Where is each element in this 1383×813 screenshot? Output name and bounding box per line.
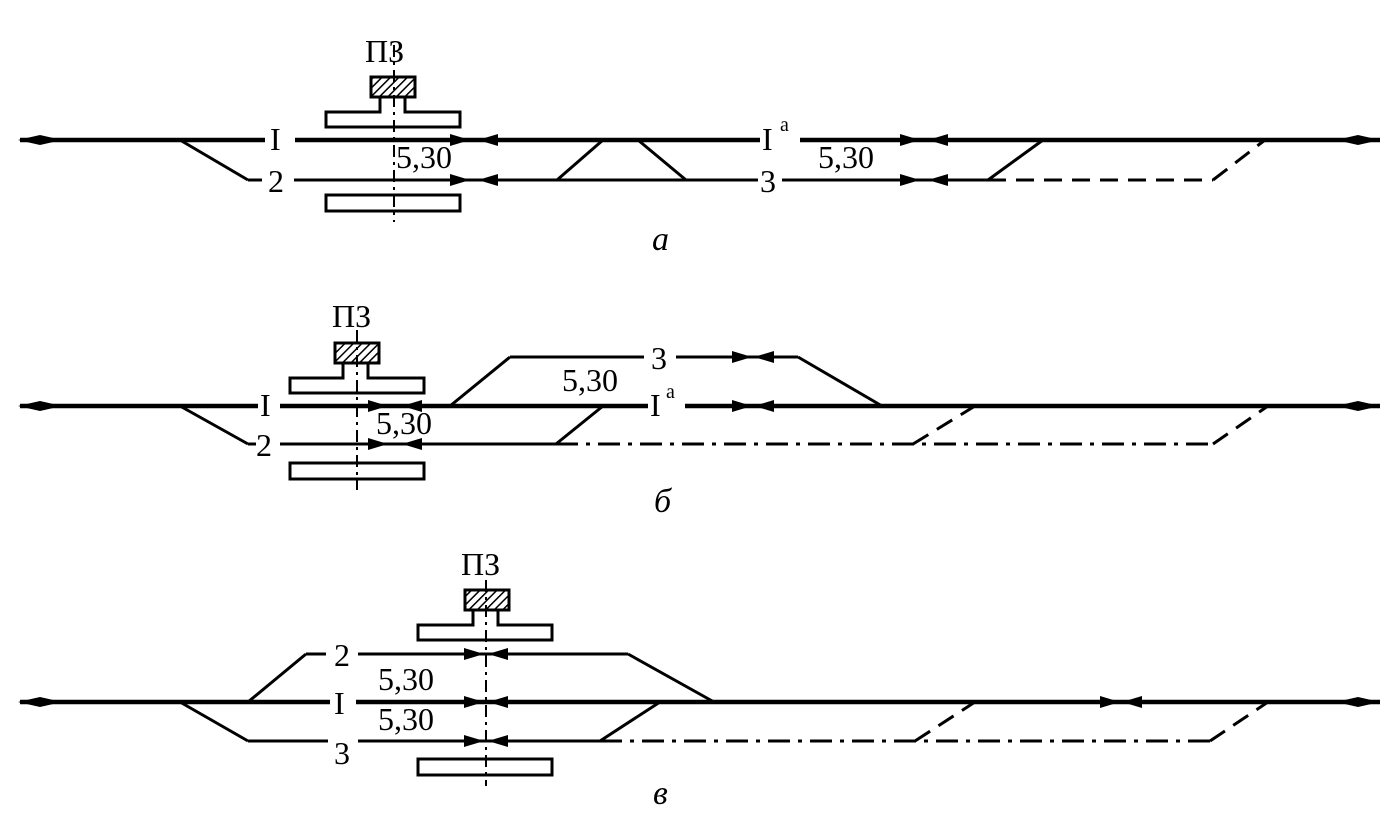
track-label-Ia: I (762, 121, 773, 157)
boundary-arrow (1358, 135, 1380, 145)
boundary-arrow (40, 135, 62, 145)
boundary-arrow (18, 401, 40, 411)
crossover-planned (1212, 404, 1269, 446)
arrow-left (488, 696, 508, 708)
track-2-connector (247, 652, 307, 704)
track-label-I: I (270, 121, 281, 157)
crossover-planned (1212, 138, 1266, 182)
arrow-left (754, 351, 774, 363)
switch-connector (179, 700, 249, 743)
station-building: ПЗ (416, 546, 554, 786)
arrow-left (1122, 696, 1142, 708)
track-label-Ia: I (650, 387, 661, 423)
boundary-arrow (1336, 697, 1358, 707)
platform-upper (288, 361, 426, 395)
track-3-connector (797, 355, 883, 408)
boundary-arrow (40, 697, 62, 707)
scheme-b: ПЗ I I а 2 (18, 298, 1380, 520)
station-building-label: ПЗ (365, 33, 404, 69)
boundary-arrow (1358, 697, 1380, 707)
scheme-c: ПЗ 2 I 3 5,30 5, (18, 546, 1380, 812)
crossover-planned (912, 404, 976, 446)
arrow-left (928, 134, 948, 146)
crossover (637, 138, 687, 182)
track-label-I: I (260, 387, 271, 423)
boundary-arrow (18, 697, 40, 707)
arrow-right (368, 438, 388, 450)
crossover (599, 700, 661, 743)
boundary-arrow (1336, 401, 1358, 411)
crossover (987, 138, 1044, 182)
arrow-left (488, 648, 508, 660)
arrow-left (402, 438, 422, 450)
track-label-2: 2 (256, 427, 272, 463)
arrow-left (478, 174, 498, 186)
track-label-3: 3 (334, 735, 350, 771)
station-building-label: ПЗ (332, 298, 371, 334)
crossover (556, 138, 604, 182)
arrow-left (754, 400, 774, 412)
arrow-right (900, 174, 920, 186)
arrow-right (1100, 696, 1120, 708)
station-building: ПЗ (324, 33, 462, 222)
track-label-Ia-superscript: а (666, 381, 675, 403)
track-3-connector (449, 355, 511, 408)
caption-a: а (652, 221, 669, 258)
track-label-I: I (334, 685, 345, 721)
boundary-arrow (18, 135, 40, 145)
track-2-connector (627, 652, 715, 704)
crossover (555, 404, 604, 446)
caption-b: б (654, 483, 673, 520)
scheme-a: ПЗ I I а 2 3 5,30 (18, 33, 1380, 258)
arrow-right (450, 134, 470, 146)
arrow-right (450, 174, 470, 186)
switch-connector (179, 138, 249, 182)
arrow-left (488, 735, 508, 747)
arrow-left (478, 134, 498, 146)
arrow-right (464, 648, 484, 660)
arrow-right (900, 134, 920, 146)
crossover-planned (1209, 700, 1269, 743)
track-label-Ia-superscript: а (780, 114, 789, 136)
boundary-arrow (1336, 135, 1358, 145)
distance-label: 5,30 (818, 139, 874, 175)
distance-label: 5,30 (396, 139, 452, 175)
arrow-right (464, 696, 484, 708)
station-building: ПЗ (288, 298, 426, 490)
track-label-3: 3 (760, 163, 776, 199)
caption-c: в (653, 775, 668, 812)
arrow-right (368, 400, 388, 412)
arrow-left (928, 174, 948, 186)
arrow-left (402, 400, 422, 412)
station-building-label: ПЗ (461, 546, 500, 582)
arrow-right (732, 351, 752, 363)
boundary-arrow (40, 401, 62, 411)
distance-label: 5,30 (376, 405, 432, 441)
arrow-right (732, 400, 752, 412)
track-label-2: 2 (268, 163, 284, 199)
track-label-2: 2 (334, 637, 350, 673)
arrow-right (464, 735, 484, 747)
boundary-arrow (1358, 401, 1380, 411)
track-label-3: 3 (651, 340, 667, 376)
distance-label: 5,30 (562, 362, 618, 398)
switch-connector (179, 404, 249, 446)
crossover-planned (914, 700, 976, 743)
distance-label: 5,30 (378, 661, 434, 697)
distance-label: 5,30 (378, 701, 434, 737)
